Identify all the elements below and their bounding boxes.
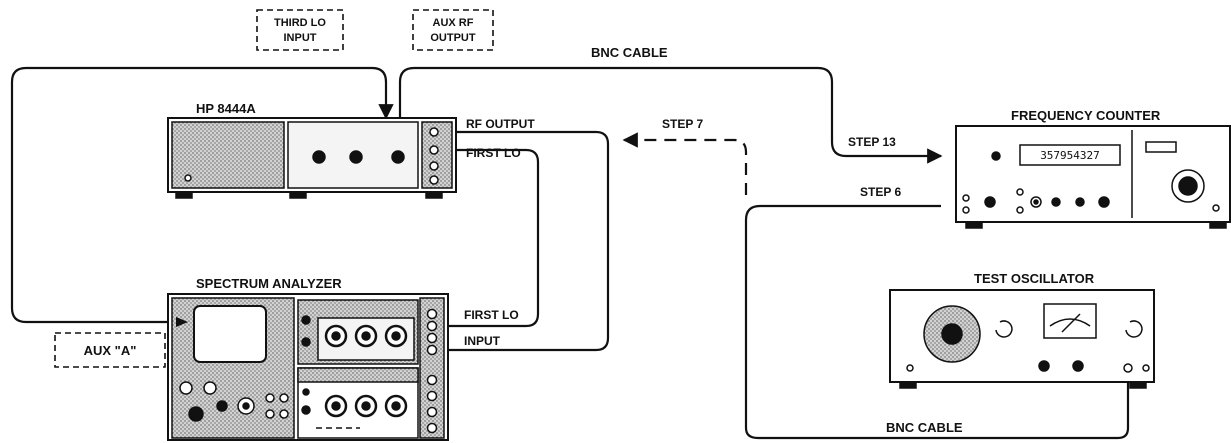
connector-icon [429,161,439,171]
hp-8444a-label: HP 8444A [196,101,256,116]
aux-a-box: AUX "A" [54,332,166,368]
counter-display-value: 357954327 [1040,149,1100,162]
connector-icon [426,406,438,418]
aux-rf-label-line2: OUTPUT [430,32,476,44]
connector-icon [429,145,439,155]
input-label: INPUT [464,334,501,348]
test-oscillator-instrument [889,289,1155,389]
cable-step6-bnc [744,204,1130,440]
aux-rf-label-line1: AUX RF [433,17,474,29]
connector-icon [426,422,438,434]
cable-aux-a-to-third-lo [10,66,394,324]
cable-aux-rf-to-counter [398,66,943,164]
spectrum-analyzer-label: SPECTRUM ANALYZER [196,276,342,291]
aux-a-label: AUX "A" [84,343,137,358]
first-lo-upper-label: FIRST LO [466,146,521,160]
connector-icon [1123,363,1133,373]
cable-first-lo [432,148,540,328]
third-lo-label-line2: INPUT [284,32,317,44]
frequency-counter-instrument: 357954327 [955,125,1231,229]
knob-icon [391,150,405,164]
knob-icon [312,150,326,164]
connector-icon [429,175,439,185]
crt-screen-icon [193,305,267,363]
hp-8444a-instrument [167,117,457,199]
step-13-label: STEP 13 [848,135,896,149]
third-lo-input-box: THIRD LO INPUT [256,9,344,51]
connector-icon [426,332,438,344]
third-lo-label-line1: THIRD LO [274,17,326,29]
step-6-label: STEP 6 [860,185,901,199]
cable-rf-output-to-input [432,130,610,352]
bnc-cable-bottom-label: BNC CABLE [886,420,963,435]
aux-rf-output-box: AUX RF OUTPUT [412,9,494,51]
bnc-cable-top-label: BNC CABLE [591,45,668,60]
step-7-label: STEP 7 [662,117,703,131]
connector-icon [426,374,438,386]
rf-output-label: RF OUTPUT [466,117,535,131]
connector-icon [426,390,438,402]
arrow-icon [176,317,188,327]
connector-icon [426,344,438,356]
counter-display [1019,144,1121,166]
knob-icon [349,150,363,164]
cables [10,66,1130,440]
step7-dashed-link [622,132,748,195]
spectrum-analyzer-instrument [167,293,449,441]
frequency-counter-label: FREQUENCY COUNTER [1011,108,1161,123]
connector-icon [426,320,438,332]
test-oscillator-label: TEST OSCILLATOR [974,271,1095,286]
connector-icon [429,127,439,137]
connector-icon [426,308,438,320]
first-lo-lower-label: FIRST LO [464,308,519,322]
meter-icon [1043,303,1097,339]
